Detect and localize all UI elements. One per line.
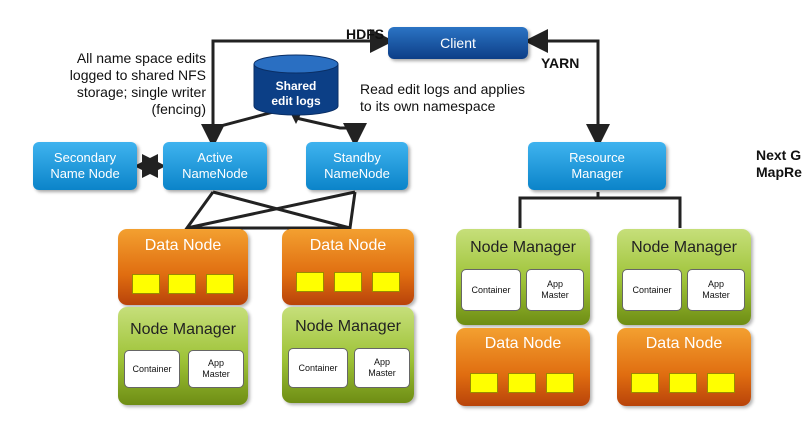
data-block [296,272,324,292]
shared-to-standby-link [295,116,367,147]
yarn-link [524,29,610,148]
node-manager-title: Node Manager [470,239,576,256]
data-block [168,274,196,294]
container-box[interactable]: Container [124,350,180,388]
data-node-title: Data Node [484,335,562,352]
yarn-label: YARN [541,55,580,71]
data-node-box[interactable]: Data Node [282,229,414,305]
data-node-box[interactable]: Data Node [118,229,248,305]
shared-edit-logs-cylinder [253,54,339,116]
container-box[interactable]: Container [288,348,348,388]
data-block [206,274,234,294]
data-block [669,373,697,393]
data-block [631,373,659,393]
data-node-box[interactable]: Data Node [617,328,751,406]
data-block [707,373,735,393]
node-manager-title: Node Manager [130,321,236,338]
data-node-title: Data Node [309,237,387,254]
read-note: Read edit logs and applies to its own na… [360,81,526,114]
container-box[interactable]: Container [622,269,682,311]
hdfs-link [201,29,394,148]
data-block [546,373,574,393]
node-manager-title: Node Manager [295,318,401,335]
data-block [334,272,362,292]
client-node[interactable]: Client [388,27,528,59]
rm-nodemanager-links [518,196,682,228]
hdfs-label: HDFS [346,26,385,42]
node-manager-title: Node Manager [631,239,737,256]
namenode-datanode-links [184,191,357,230]
data-block [372,272,400,292]
nfs-note: All name space edits logged to shared NF… [69,50,206,117]
shared-edit-logs-label: Shared edit logs [271,79,321,108]
data-block [470,373,498,393]
side-note: Next G MapRe [756,147,802,180]
data-block [508,373,536,393]
data-block [132,274,160,294]
container-box[interactable]: Container [461,269,521,311]
data-node-box[interactable]: Data Node [456,328,590,406]
data-node-title: Data Node [144,237,222,254]
data-node-title: Data Node [645,335,723,352]
